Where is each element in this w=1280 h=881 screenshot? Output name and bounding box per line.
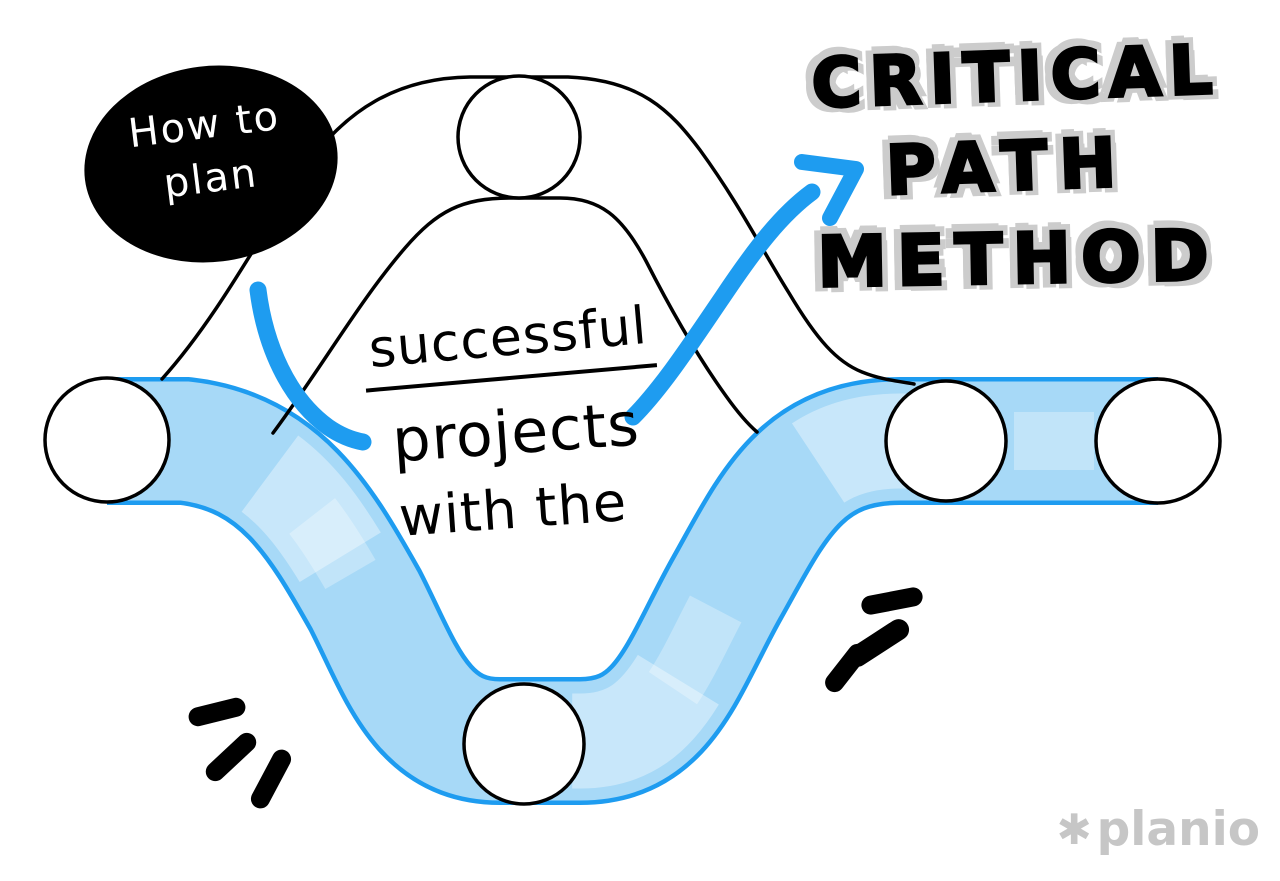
arrow-segment-right — [624, 183, 821, 426]
speech-blob — [84, 65, 338, 263]
node-circle-bottom — [462, 682, 586, 806]
node-circle-right-1 — [884, 379, 1008, 503]
emphasis-dashes-right — [825, 587, 923, 693]
title-line3: METHOD — [815, 213, 1221, 305]
dash — [188, 697, 246, 727]
node-circle-end — [1094, 377, 1222, 505]
emphasis-dashes-left — [188, 697, 292, 809]
node-circle-start — [43, 376, 171, 504]
dash — [250, 749, 292, 809]
title-line1: CRITICAL — [809, 29, 1224, 125]
annotation-arrow — [249, 154, 864, 451]
network-nodes — [43, 74, 1222, 806]
brand-logo-text: planio — [1096, 802, 1260, 857]
asterisk-logo-icon: ✱ — [1056, 804, 1092, 854]
node-circle-top — [456, 74, 582, 200]
brand-logo: ✱ planio — [1030, 806, 1260, 853]
title-line2: PATH — [883, 122, 1131, 212]
detour-route-inner-line — [271, 196, 759, 435]
dash — [861, 587, 923, 615]
dash — [205, 732, 257, 782]
arrow-segment-left — [249, 281, 372, 451]
dash — [825, 643, 867, 693]
arrow-head — [794, 154, 864, 226]
watercolor-light-patches — [107, 393, 1158, 789]
watercolor-light-patches-2 — [107, 412, 1158, 770]
